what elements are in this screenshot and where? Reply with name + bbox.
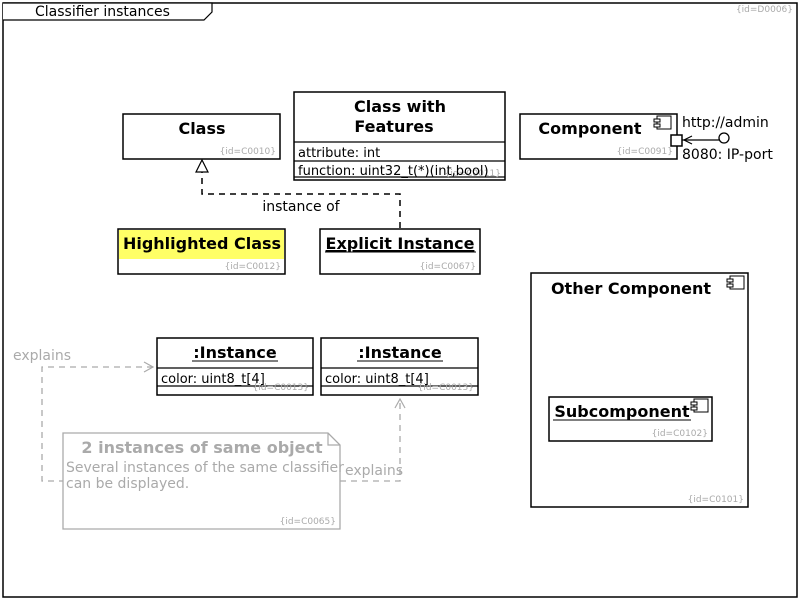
subcomponent-box[interactable]: Subcomponent {id=C0102} bbox=[548, 396, 713, 442]
class-with-features-box[interactable]: Class with Features {id=C0011} attribute… bbox=[293, 91, 506, 181]
explains-label-left: explains bbox=[13, 348, 71, 364]
features-class-id: {id=C0011} bbox=[445, 169, 501, 179]
features-class-function: function: uint32_t(*)(int,bool) bbox=[298, 164, 489, 179]
instance-of-label: instance of bbox=[262, 199, 340, 215]
highlighted-class-box[interactable]: Highlighted Class {id=C0012} bbox=[117, 228, 286, 275]
component-icon bbox=[653, 115, 672, 130]
note-line-2: can be displayed. bbox=[66, 476, 189, 492]
note[interactable]: 2 instances of same object Several insta… bbox=[62, 432, 344, 530]
class-box[interactable]: Class {id=C0010} bbox=[122, 113, 281, 160]
class-id: {id=C0010} bbox=[220, 147, 276, 157]
lollipop-interface-icon bbox=[718, 132, 730, 144]
instance-box-1[interactable]: :Instance {id=C0013} color: uint8_t[4] bbox=[156, 337, 314, 396]
explains-relation-left[interactable]: explains bbox=[13, 348, 155, 482]
port[interactable]: http://admin 8080: IP-port bbox=[670, 115, 773, 163]
frame-title: Classifier instances bbox=[35, 4, 170, 20]
instance-2-name: :Instance bbox=[358, 343, 442, 362]
instance-box-2[interactable]: :Instance {id=C0013} color: uint8_t[4] bbox=[320, 337, 479, 396]
features-class-name-line1: Class with bbox=[354, 97, 446, 116]
other-component-name: Other Component bbox=[551, 279, 711, 298]
note-line-1: Several instances of the same classifier bbox=[66, 460, 344, 476]
explains-label-right: explains bbox=[345, 463, 403, 479]
instance-1-name: :Instance bbox=[193, 343, 277, 362]
note-title: 2 instances of same object bbox=[81, 438, 323, 457]
instance-1-id: {id=C0013} bbox=[253, 383, 309, 393]
explicit-instance-id: {id=C0067} bbox=[420, 262, 476, 272]
highlighted-class-id: {id=C0012} bbox=[225, 262, 281, 272]
other-component-id: {id=C0101} bbox=[688, 495, 744, 505]
explicit-instance-name: Explicit Instance bbox=[326, 234, 475, 253]
explains-relation-right[interactable]: explains bbox=[340, 397, 406, 482]
note-id: {id=C0065} bbox=[280, 517, 336, 527]
component-icon bbox=[726, 275, 745, 290]
frame-id: {id=D0006} bbox=[736, 5, 793, 15]
highlighted-class-name: Highlighted Class bbox=[123, 234, 281, 253]
explicit-instance-box[interactable]: Explicit Instance {id=C0067} bbox=[319, 228, 481, 275]
component-icon bbox=[690, 398, 709, 413]
component-box[interactable]: Component {id=C0091} bbox=[519, 113, 678, 160]
component-id: {id=C0091} bbox=[617, 147, 673, 157]
component-name: Component bbox=[538, 119, 641, 138]
features-class-name-line2: Features bbox=[354, 117, 433, 136]
instance-2-attribute: color: uint8_t[4] bbox=[325, 372, 429, 387]
interface-label: http://admin bbox=[682, 115, 769, 131]
class-name: Class bbox=[178, 119, 225, 138]
features-class-attribute: attribute: int bbox=[298, 146, 380, 161]
instance-of-relation[interactable]: instance of bbox=[195, 158, 401, 228]
instance-2-id: {id=C0013} bbox=[418, 383, 474, 393]
port-label: 8080: IP-port bbox=[682, 147, 773, 163]
instance-1-attribute: color: uint8_t[4] bbox=[161, 372, 265, 387]
subcomponent-id: {id=C0102} bbox=[652, 429, 708, 439]
other-component-box[interactable]: Other Component {id=C0101} bbox=[530, 272, 749, 508]
subcomponent-name: Subcomponent bbox=[554, 402, 690, 421]
